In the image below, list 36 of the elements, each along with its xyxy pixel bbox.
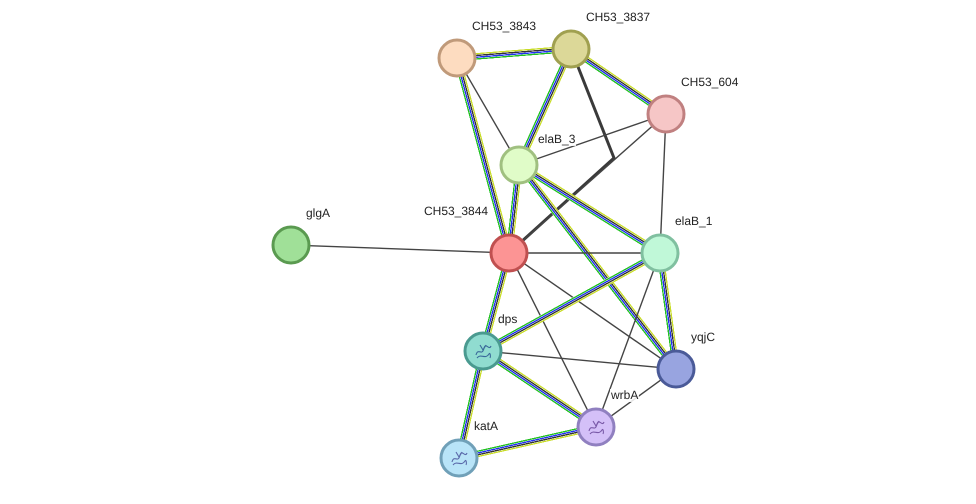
- interaction-line: [536, 119, 650, 160]
- protein-label: CH53_604: [680, 76, 740, 89]
- protein-label: wrbA: [610, 389, 640, 402]
- protein-label: yqjC: [690, 331, 716, 344]
- protein-label: CH53_3843: [471, 20, 538, 33]
- interaction-line: [532, 172, 647, 246]
- protein-label: elaB_1: [674, 215, 714, 228]
- interaction-line: [496, 358, 584, 420]
- interaction-line: [602, 270, 654, 410]
- interaction-line: [527, 252, 642, 254]
- interaction-line: [610, 379, 662, 417]
- interaction-line: [500, 352, 658, 368]
- interaction-line: [484, 270, 508, 334]
- interaction-line: [476, 428, 580, 458]
- interaction-line: [660, 132, 666, 236]
- protein-label: katA: [473, 420, 500, 433]
- interaction-line: [522, 125, 653, 242]
- interaction-line: [458, 74, 508, 237]
- protein-label: dps: [497, 313, 518, 326]
- interaction-line: [523, 64, 567, 150]
- interaction-line: [659, 270, 677, 352]
- interaction-line: [516, 268, 589, 412]
- interaction-line: [474, 46, 554, 60]
- protein-label: glgA: [305, 207, 332, 220]
- interaction-line: [584, 56, 654, 107]
- protein-label: elaB_3: [537, 133, 576, 146]
- interaction-line: [521, 65, 616, 242]
- protein-label: CH53_3837: [585, 11, 652, 24]
- interaction-line: [527, 177, 668, 357]
- interaction-line: [508, 182, 520, 236]
- interaction-line: [460, 368, 482, 442]
- protein-label: CH53_3844: [423, 205, 490, 218]
- interaction-line: [465, 73, 511, 150]
- interaction-line: [308, 244, 492, 254]
- interaction-line: [523, 262, 662, 360]
- interaction-line: [497, 258, 646, 346]
